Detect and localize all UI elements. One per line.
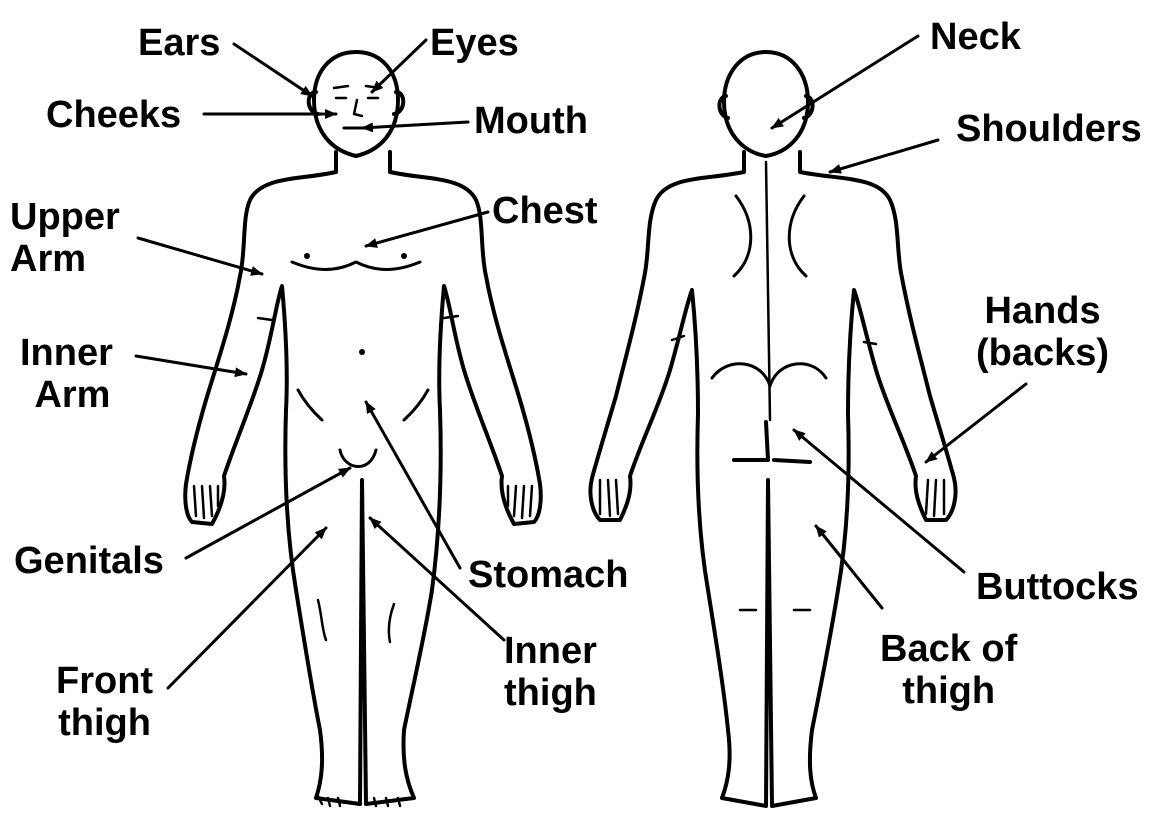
- front-hip-line-left: [298, 390, 322, 420]
- leader-neck: [772, 36, 918, 128]
- leader-inner-arm: [136, 356, 246, 374]
- label-front-thigh: Front thigh: [56, 660, 153, 744]
- back-elbow-marks: [672, 336, 876, 344]
- label-back-of-thigh-line-1: Back of: [880, 628, 1017, 670]
- back-gluteal-fold: [734, 422, 810, 462]
- label-stomach: Stomach: [468, 554, 628, 596]
- label-chest: Chest: [492, 190, 598, 232]
- leader-hands-backs: [926, 384, 1026, 462]
- front-knee-marks: [318, 600, 394, 642]
- label-inner-arm: Inner Arm: [20, 332, 113, 416]
- back-hand-left-fingers: [600, 480, 618, 516]
- leader-stomach: [366, 402, 460, 568]
- back-shoulder-blade-left: [734, 196, 751, 276]
- front-pecs: [292, 262, 420, 270]
- front-navel: [359, 349, 365, 355]
- leader-back-of-thigh: [816, 526, 882, 608]
- label-inner-arm-line-1: Inner: [20, 332, 113, 374]
- front-nipple-right: [401, 253, 407, 259]
- label-genitals: Genitals: [14, 540, 164, 582]
- back-hand-right-fingers: [926, 480, 944, 516]
- label-neck: Neck: [930, 16, 1021, 58]
- label-back-of-thigh-line-2: thigh: [880, 670, 1017, 712]
- leader-chest: [366, 212, 488, 246]
- back-head: [724, 52, 808, 156]
- label-front-thigh-line-1: Front: [56, 660, 153, 702]
- label-cheeks: Cheeks: [46, 94, 181, 136]
- label-upper-arm-line-2: Arm: [10, 238, 120, 280]
- front-nipple-left: [304, 253, 310, 259]
- leader-ears: [234, 44, 312, 96]
- label-inner-thigh-line-1: Inner: [504, 630, 597, 672]
- front-eyebrows: [334, 86, 380, 88]
- leader-shoulders: [830, 140, 938, 172]
- leader-eyes: [372, 40, 426, 92]
- label-upper-arm-line-1: Upper: [10, 196, 120, 238]
- label-hands-backs-line-1: Hands: [976, 290, 1109, 332]
- label-inner-arm-line-2: Arm: [20, 374, 113, 416]
- label-shoulders: Shoulders: [956, 108, 1142, 150]
- front-hip-line-right: [404, 390, 428, 420]
- front-hand-right-fingers: [508, 486, 532, 518]
- label-hands-backs-line-2: (backs): [976, 332, 1109, 374]
- leader-front-thigh: [168, 528, 326, 688]
- front-silhouette: [185, 152, 541, 804]
- label-mouth: Mouth: [474, 100, 588, 142]
- label-front-thigh-line-2: thigh: [56, 702, 153, 744]
- label-inner-thigh: Inner thigh: [504, 630, 597, 714]
- label-upper-arm: Upper Arm: [10, 196, 120, 280]
- label-back-of-thigh: Back of thigh: [880, 628, 1017, 712]
- label-eyes: Eyes: [430, 22, 519, 64]
- label-hands-backs: Hands (backs): [976, 290, 1109, 374]
- front-genital-outline: [340, 450, 376, 467]
- front-figure: [185, 52, 541, 806]
- leader-mouth: [362, 122, 468, 128]
- front-hand-left-fingers: [194, 486, 218, 518]
- label-ears: Ears: [138, 22, 220, 64]
- label-inner-thigh-line-2: thigh: [504, 672, 597, 714]
- label-buttocks: Buttocks: [976, 566, 1139, 608]
- front-elbow-marks: [258, 316, 458, 320]
- front-nose: [354, 100, 362, 116]
- back-shoulder-blade-right: [789, 196, 806, 276]
